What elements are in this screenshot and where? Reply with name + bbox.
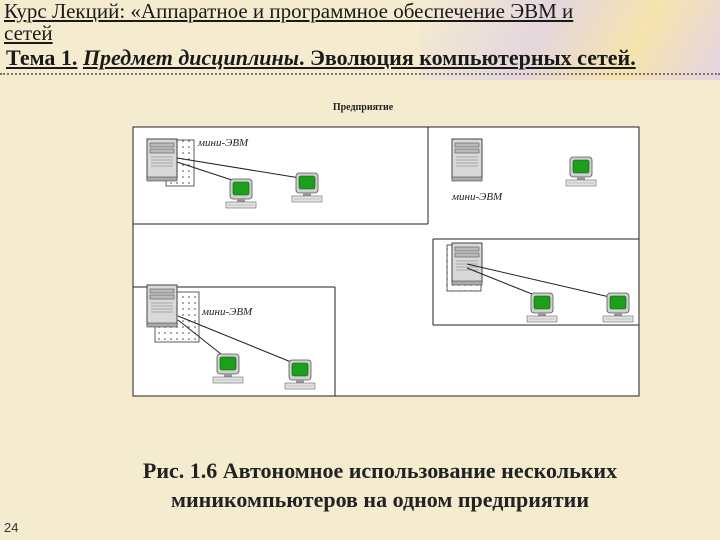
decorative-background [420, 0, 720, 80]
minicomputer-label: мини-ЭВМ [451, 191, 503, 203]
minicomputer-group-1: мини-ЭВМ [146, 137, 323, 209]
terminal-icon [291, 172, 323, 203]
connection-line [466, 263, 615, 299]
figure-caption: Рис. 1.6 Автономное использование нескол… [60, 456, 700, 514]
terminal-icon [526, 292, 558, 323]
terminal-icon [565, 156, 597, 187]
minicomputer-label: мини-ЭВМ [201, 306, 253, 318]
terminal-icon [602, 292, 634, 323]
topic-discipline: Предмет дисциплины [82, 45, 299, 70]
minicomputer-group-3 [446, 242, 634, 323]
connection-line [177, 315, 297, 365]
caption-line-2: миникомпьютеров на одном предприятии [170, 487, 589, 512]
terminal-icon [225, 178, 257, 209]
minicomputer-group-4: мини-ЭВМ [146, 284, 316, 390]
connection-line [177, 319, 227, 359]
topic-rest: . Эволюция компьютерных сетей. [298, 45, 636, 70]
connection-line [176, 161, 242, 184]
minicomputer-icon [451, 138, 483, 182]
connection-line [176, 157, 301, 179]
topic-prefix: Тема 1. [6, 45, 78, 70]
minicomputer-group-2: мини-ЭВМ [451, 138, 597, 203]
slide-number: 24 [4, 520, 19, 535]
enterprise-boundary [132, 126, 640, 397]
connection-line [466, 267, 543, 299]
minicomputer-icon [146, 284, 178, 328]
terminal-icon [284, 359, 316, 390]
minicomputer-label: мини-ЭВМ [197, 137, 249, 149]
header-divider [0, 73, 720, 75]
course-title: Курс Лекций: «Аппаратное и программное о… [4, 0, 574, 23]
course-title-continued: сетей [4, 21, 53, 45]
minicomputer-icon [146, 138, 178, 182]
caption-line-1: Рис. 1.6 Автономное использование нескол… [142, 458, 618, 483]
topic-title: Тема 1. Предмет дисциплины. Эволюция ком… [0, 46, 720, 70]
enterprise-label: Предприятие [333, 102, 394, 113]
terminal-icon [212, 353, 244, 384]
